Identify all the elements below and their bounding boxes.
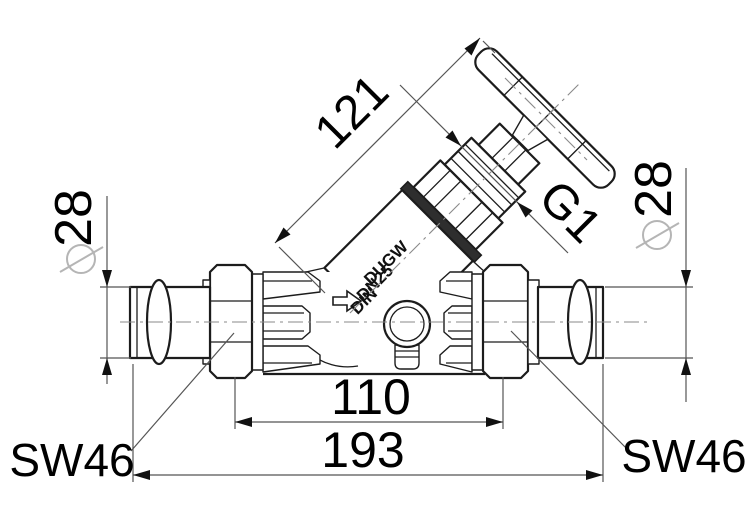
dim-dia-left-arrow-bottom [102, 358, 112, 375]
gland-nut-flats [491, 136, 527, 172]
wrench-label-right: SW46 [510, 330, 747, 482]
right-press-end [527, 278, 605, 366]
dimension-port-distance: 110 [234, 369, 504, 429]
drain-nub-ridges [395, 350, 419, 358]
body-left-shoulder [305, 267, 325, 273]
drain-port [382, 299, 432, 370]
dim-dia-left-arrow-top [102, 270, 112, 287]
wrench-label-left: SW46 [9, 332, 235, 486]
dim-110-extensions [234, 377, 504, 429]
dim-dia-left-value: 28 [45, 189, 103, 247]
dim-193-value: 193 [321, 422, 404, 478]
left-union-nut-body [208, 263, 254, 380]
diameter-symbol-icon [59, 244, 104, 274]
right-claw-mid-lines [448, 312, 472, 332]
dim-110-arrow-left [235, 417, 252, 427]
sw46-left-leader [130, 332, 235, 452]
diameter-symbol-icon [635, 220, 680, 250]
dim-121-arrow-lower [275, 227, 291, 243]
right-union-nut-flats [483, 300, 528, 343]
dim-g1-line [399, 84, 569, 254]
drain-boss-outer [382, 299, 432, 349]
stem-centerline [349, 82, 581, 314]
dim-121-line [274, 37, 481, 244]
left-union-nut-flats [210, 300, 252, 343]
left-union-nut [208, 263, 254, 380]
dim-121-value: 121 [305, 65, 399, 159]
dim-dia-left-extensions [100, 286, 131, 359]
dim-dia-right-extensions [605, 286, 693, 359]
centerlines [120, 77, 648, 323]
sw46-right-value: SW46 [621, 430, 746, 482]
dim-dia-right-arrow-bottom [681, 358, 691, 375]
dimension-overall-length: 193 [132, 364, 604, 482]
left-claw-mid-lines [263, 312, 304, 332]
dimension-diameter-right: 28 [605, 160, 693, 402]
dim-193-arrow-right [586, 470, 603, 480]
dim-121-arrow-upper [464, 38, 480, 56]
dim-193-arrow-left [133, 470, 150, 480]
bonnet-knurl-lines [422, 169, 494, 241]
flow-direction-arrow-icon [332, 289, 363, 313]
dim-g1-arrow-lower [517, 202, 533, 218]
dim-110-value: 110 [331, 369, 411, 425]
dim-dia-right-value: 28 [625, 160, 683, 218]
dim-121-ext-upper [482, 40, 496, 54]
dim-g1-arrow-upper [445, 130, 461, 146]
dim-193-extensions [132, 364, 604, 482]
dim-dia-right-arrow-top [681, 270, 691, 287]
dim-110-arrow-right [486, 417, 503, 427]
sw46-left-value: SW46 [9, 434, 134, 486]
dim-121-ext-lower [278, 246, 326, 294]
drain-boss-inner [389, 306, 425, 342]
handwheel-centerline [504, 77, 588, 161]
dimension-diameter-left: 28 [45, 189, 131, 384]
sw46-right-leader [510, 330, 629, 451]
left-body-connector [251, 271, 321, 373]
